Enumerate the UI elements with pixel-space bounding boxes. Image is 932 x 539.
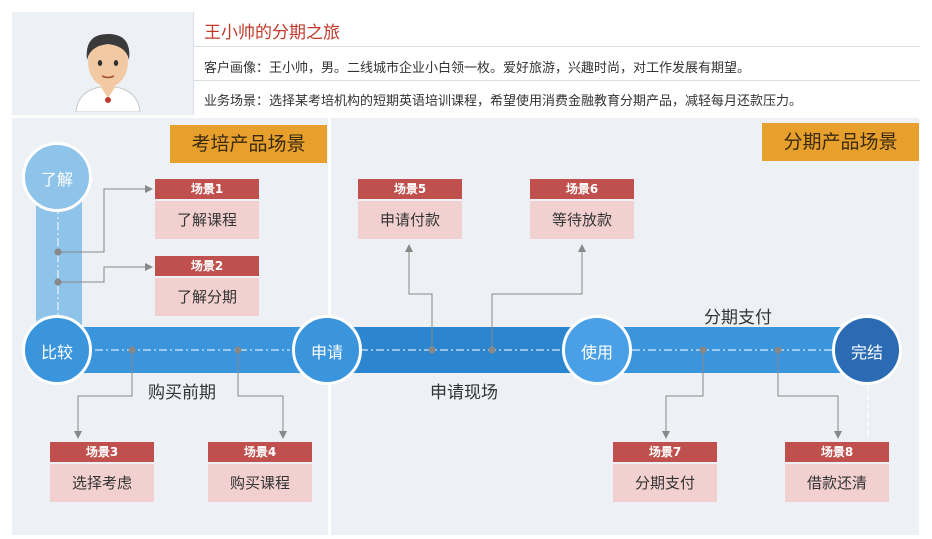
profile-header: 王小帅的分期之旅 客户画像：王小帅，男。二线城市企业小白领一枚。爱好旅游，兴趣时… — [12, 12, 920, 115]
divider — [194, 46, 920, 47]
avatar-icon — [75, 34, 141, 112]
scene-3-header: 场景3 — [50, 442, 154, 462]
node-apply: 申请 — [292, 315, 362, 385]
divider — [194, 80, 920, 81]
node-finish: 完结 — [832, 315, 902, 385]
business-scene-text: 业务场景：选择某考培机构的短期英语培训课程，希望使用消费金融教育分期产品，减轻每… — [204, 94, 803, 109]
scene-6-body: 等待放款 — [530, 201, 634, 239]
section-tag-exam: 考培产品场景 — [170, 125, 327, 163]
scene-5-body: 申请付款 — [358, 201, 462, 239]
node-understand: 了解 — [22, 142, 92, 212]
scene-6-header: 场景6 — [530, 179, 634, 199]
scene-1-body: 了解课程 — [155, 201, 259, 239]
scene-3-body: 选择考虑 — [50, 464, 154, 502]
stage-label-apply-site: 申请现场 — [430, 383, 498, 403]
stage-label-installment-pay: 分期支付 — [704, 308, 772, 328]
scene-7-body: 分期支付 — [613, 464, 717, 502]
stage-label-pre-purchase: 购买前期 — [148, 383, 216, 403]
customer-profile-text: 客户画像：王小帅，男。二线城市企业小白领一枚。爱好旅游，兴趣时尚，对工作发展有期… — [204, 61, 751, 76]
scene-2-header: 场景2 — [155, 256, 259, 276]
scene-2-body: 了解分期 — [155, 278, 259, 316]
scene-4-body: 购买课程 — [208, 464, 312, 502]
scene-8-header: 场景8 — [785, 442, 889, 462]
scene-5-header: 场景5 — [358, 179, 462, 199]
scene-8-body: 借款还清 — [785, 464, 889, 502]
node-compare: 比较 — [22, 315, 92, 385]
scene-7-header: 场景7 — [613, 442, 717, 462]
node-use: 使用 — [562, 315, 632, 385]
scene-1-header: 场景1 — [155, 179, 259, 199]
page-title: 王小帅的分期之旅 — [204, 23, 340, 43]
profile-info: 王小帅的分期之旅 客户画像：王小帅，男。二线城市企业小白领一枚。爱好旅游，兴趣时… — [193, 12, 920, 115]
scene-4-header: 场景4 — [208, 442, 312, 462]
section-tag-installment: 分期产品场景 — [762, 123, 919, 161]
